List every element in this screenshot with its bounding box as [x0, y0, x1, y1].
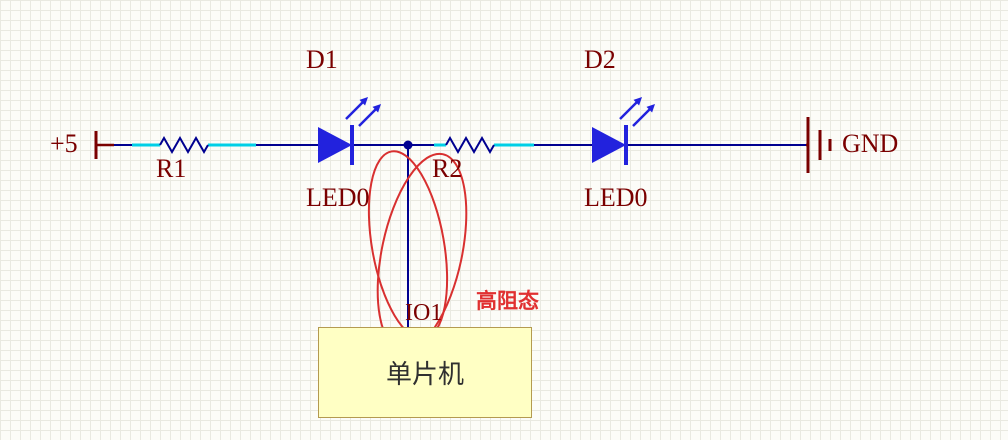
- resistor-r1-designator: R1: [156, 154, 187, 183]
- wire-segments[interactable]: [114, 143, 806, 327]
- mcu-label: 单片机: [385, 360, 464, 389]
- led-d2-designator: D2: [584, 45, 616, 74]
- resistor-r2-symbol[interactable]: [445, 135, 495, 155]
- led-d2-symbol[interactable]: [592, 97, 655, 165]
- led-emission-arrows-icon: [619, 97, 655, 127]
- junction-dot[interactable]: [403, 140, 413, 150]
- led-d2-part-label: LED0: [584, 183, 648, 212]
- power-net-label[interactable]: +5: [50, 129, 78, 158]
- gnd-net-label[interactable]: GND: [842, 129, 899, 158]
- annotation-text: 高阻态: [476, 290, 539, 313]
- resistor-r2-designator: R2: [432, 154, 463, 183]
- mcu-box[interactable]: 单片机: [318, 327, 532, 418]
- led-d1-designator: D1: [306, 45, 338, 74]
- power-port-symbol[interactable]: [94, 131, 114, 159]
- gnd-symbol[interactable]: [806, 117, 832, 173]
- led-emission-arrows-icon: [345, 97, 381, 127]
- io-pin-label: IO1: [405, 300, 443, 326]
- resistor-r1-symbol[interactable]: [159, 135, 209, 155]
- led-d1-part-label: LED0: [306, 183, 370, 212]
- led-d1-symbol[interactable]: [318, 97, 381, 165]
